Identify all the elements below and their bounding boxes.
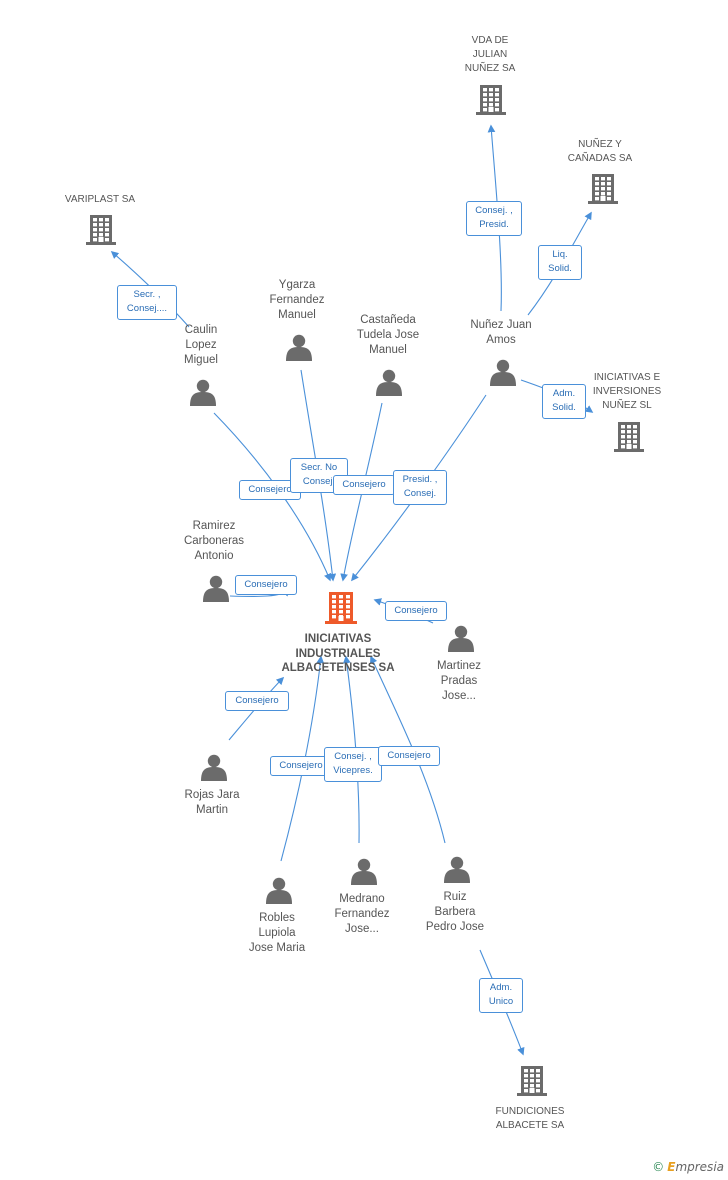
node-label-fund[interactable]: FUNDICIONES ALBACETE SA: [495, 1106, 565, 1131]
edge-castan-to-central: [340, 402, 383, 582]
relation-label-ruiz-to-central[interactable]: Consejero: [378, 746, 440, 766]
relation-label-nunez-to-nyc[interactable]: Liq. Solid.: [538, 245, 582, 280]
building-icon-fund[interactable]: [517, 1066, 547, 1096]
relation-label-rojas-to-central[interactable]: Consejero: [225, 691, 289, 711]
copyright-symbol: ©: [652, 1160, 665, 1174]
node-label-central[interactable]: INICIATIVAS INDUSTRIALES ALBACETENSES SA: [281, 633, 395, 674]
person-icon-castan[interactable]: [376, 369, 402, 396]
person-icon-robles[interactable]: [266, 877, 292, 904]
relation-label-martinez-to-central[interactable]: Consejero: [385, 601, 447, 621]
node-label-vda[interactable]: VDA DE JULIAN NUÑEZ SA: [464, 35, 516, 74]
node-label-inic[interactable]: INICIATIVAS E INVERSIONES NUÑEZ SL: [592, 372, 662, 411]
relation-label-robles-to-central[interactable]: Consejero: [270, 756, 332, 776]
icons-layer: [86, 85, 644, 1096]
edge-medrano-to-central: [342, 655, 360, 844]
relation-label-ramirez-to-central[interactable]: Consejero: [235, 575, 297, 595]
person-icon-ruiz[interactable]: [444, 856, 470, 883]
person-icon-caulin[interactable]: [190, 379, 216, 406]
building-icon-nyc[interactable]: [588, 174, 618, 204]
relation-label-nunez-to-vda[interactable]: Consej. , Presid.: [466, 201, 522, 236]
person-icon-ramirez[interactable]: [203, 575, 229, 602]
node-label-ruiz[interactable]: Ruiz Barbera Pedro Jose: [425, 891, 485, 933]
node-label-robles[interactable]: Robles Lupiola Jose Maria: [248, 912, 306, 954]
node-label-caulin[interactable]: Caulin Lopez Miguel: [184, 324, 218, 366]
building-icon-inic[interactable]: [614, 422, 644, 452]
node-label-rojas[interactable]: Rojas Jara Martin: [184, 789, 240, 816]
person-icon-nunez[interactable]: [490, 359, 516, 386]
relation-label-caulin-to-varip[interactable]: Secr. , Consej....: [117, 285, 177, 320]
node-label-nunez[interactable]: Nuñez Juan Amos: [470, 319, 532, 346]
building-icon-varip[interactable]: [86, 215, 116, 245]
relation-label-nunez-to-inic[interactable]: Adm. Solid.: [542, 384, 586, 419]
node-label-ygarza[interactable]: Ygarza Fernandez Manuel: [269, 279, 325, 321]
person-icon-medrano[interactable]: [351, 858, 377, 885]
brand-logo: Empresia: [667, 1160, 724, 1174]
relation-label-caulin-to-central[interactable]: Consejero: [239, 480, 301, 500]
person-icon-rojas[interactable]: [201, 754, 227, 781]
node-label-nyc[interactable]: NUÑEZ Y CAÑADAS SA: [567, 139, 633, 164]
node-label-medrano[interactable]: Medrano Fernandez Jose...: [334, 893, 390, 935]
node-label-ramirez[interactable]: Ramirez Carboneras Antonio: [183, 520, 245, 562]
relation-label-castan-to-central[interactable]: Consejero: [333, 475, 395, 495]
relation-label-nunez-to-central[interactable]: Presid. , Consej.: [393, 470, 447, 505]
node-label-martinez[interactable]: Martinez Pradas Jose...: [436, 660, 482, 702]
relation-label-medrano-to-central[interactable]: Consej. , Vicepres.: [324, 747, 382, 782]
building-icon-vda[interactable]: [476, 85, 506, 115]
node-label-varip[interactable]: VARIPLAST SA: [64, 194, 136, 205]
person-icon-martinez[interactable]: [448, 625, 474, 652]
building-icon-central[interactable]: [325, 592, 357, 624]
footer-brand: ©Empresia: [652, 1160, 724, 1174]
node-label-castan[interactable]: Castañeda Tudela Jose Manuel: [356, 314, 420, 356]
person-icon-ygarza[interactable]: [286, 334, 312, 361]
relation-label-ruiz-to-fund[interactable]: Adm. Unico: [479, 978, 523, 1013]
